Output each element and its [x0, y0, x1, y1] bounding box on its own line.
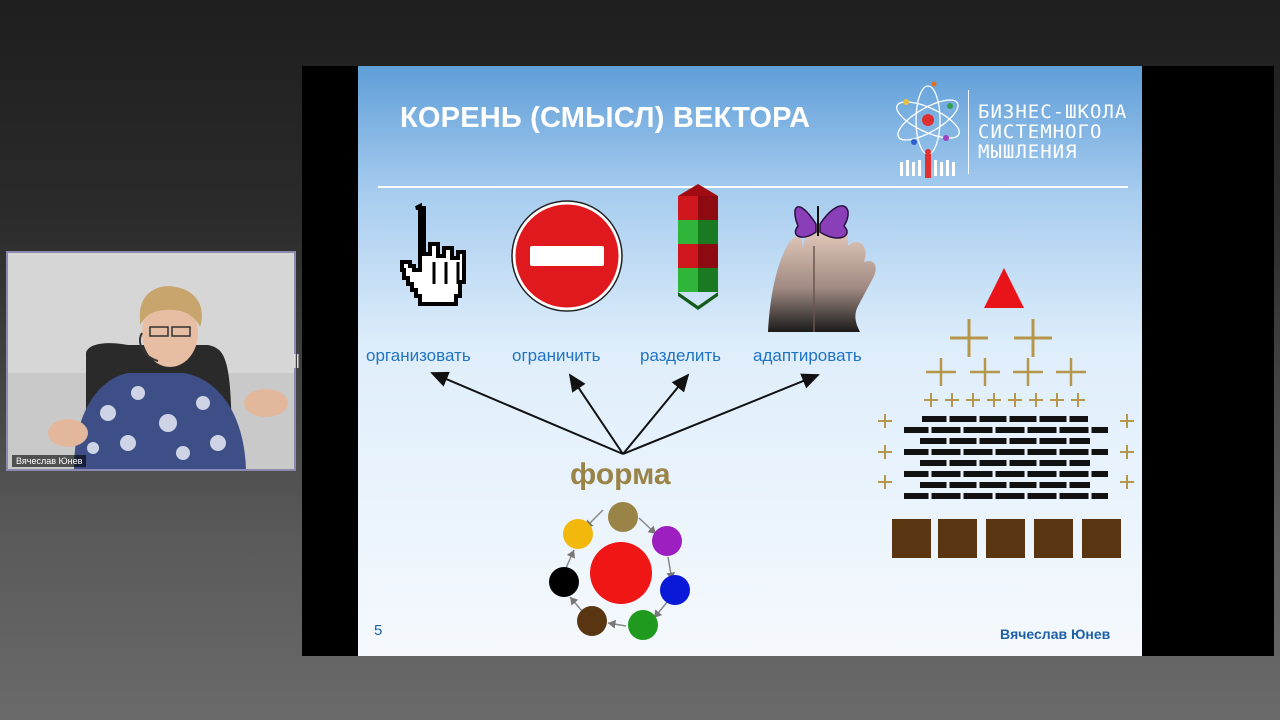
- red-triangle-icon: [984, 268, 1024, 308]
- presenter-video: [8, 253, 294, 469]
- label-divide: разделить: [640, 346, 722, 365]
- form-circles-diagram: [549, 502, 690, 640]
- slide-title: КОРЕНЬ (СМЫСЛ) ВЕКТОРА: [400, 102, 811, 134]
- butterfly-icon: [794, 205, 849, 239]
- logo-line-1: БИЗНЕС-ШКОЛА: [978, 101, 1128, 123]
- brick-wall: [904, 416, 1108, 499]
- atom-logo-icon: [896, 81, 960, 178]
- logo-text: БИЗНЕС-ШКОЛА СИСТЕМНОГО МЫШЛЕНИЯ: [978, 102, 1127, 162]
- webcam-name-label: Вячеслав Юнев: [12, 455, 87, 467]
- vector-arrows: [430, 371, 820, 455]
- hands-butterfly-icon: [768, 205, 876, 332]
- foundation-blocks: [892, 519, 1121, 558]
- presentation-slide: КОРЕНЬ (СМЫСЛ) ВЕКТОРА БИЗНЕС-ШКОЛА: [358, 66, 1142, 656]
- no-entry-sign-icon: [511, 200, 623, 312]
- logo-line-3: МЫШЛЕНИЯ: [978, 141, 1078, 163]
- logo-line-2: СИСТЕМНОГО: [978, 121, 1103, 143]
- webcam-resize-handle-icon[interactable]: [294, 354, 300, 368]
- slide-author: Вячеслав Юнев: [1000, 626, 1111, 642]
- logo-divider: [968, 90, 969, 174]
- webcam-feed[interactable]: Вячеслав Юнев: [6, 251, 296, 471]
- slide-graphics: [400, 184, 1134, 640]
- title-rule: [378, 186, 1128, 188]
- stacked-blocks-icon: [678, 184, 718, 310]
- plus-pyramid: [878, 319, 1134, 489]
- label-restrict: ограничить: [512, 346, 601, 365]
- label-adapt: адаптировать: [753, 346, 862, 365]
- slide-number: 5: [374, 622, 383, 639]
- video-stage: КОРЕНЬ (СМЫСЛ) ВЕКТОРА БИЗНЕС-ШКОЛА: [302, 66, 1274, 656]
- label-organize: организовать: [366, 346, 471, 365]
- center-word-forma: форма: [570, 458, 671, 491]
- pointing-hand-icon: [400, 202, 466, 306]
